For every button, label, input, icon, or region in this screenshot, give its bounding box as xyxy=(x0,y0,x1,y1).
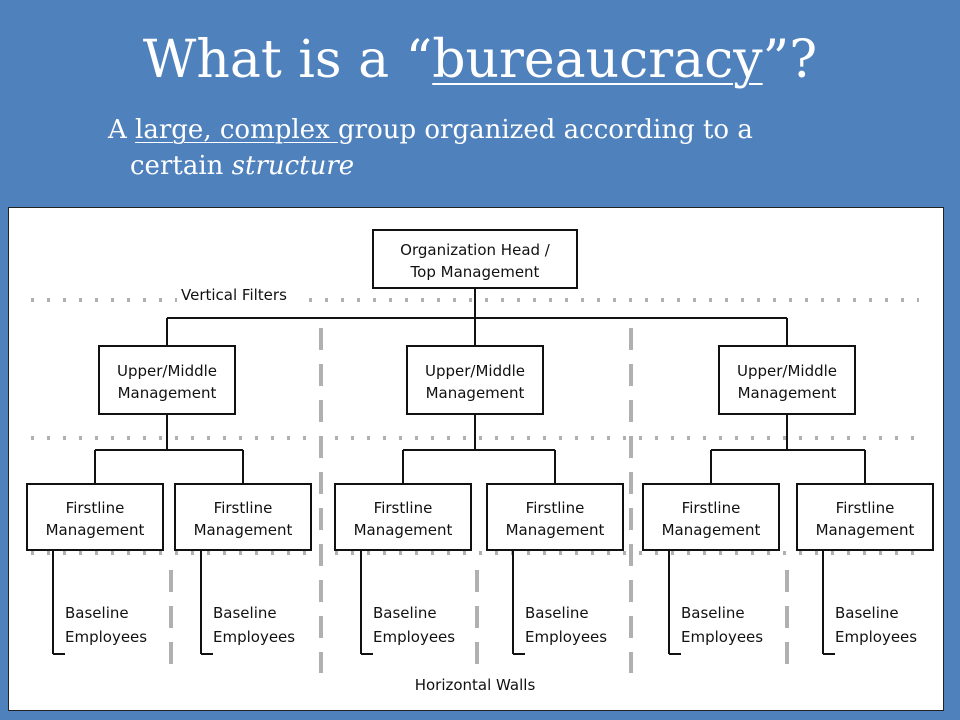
upper-management-3-line1: Upper/Middle xyxy=(737,362,837,380)
subtitle-underlined: large, complex xyxy=(135,115,338,145)
firstline-management-2-line1: Firstline xyxy=(214,499,273,517)
upper-management-2-box xyxy=(406,345,544,415)
firstline-management-6-line1: Firstline xyxy=(836,499,895,517)
firstline-management-1-box xyxy=(26,483,164,551)
firstline-management-4-line2: Management xyxy=(506,521,605,539)
upper-management-1-line2: Management xyxy=(118,384,217,402)
baseline-employees-1-line1: Baseline xyxy=(65,604,129,622)
firstline-management-1-line2: Management xyxy=(46,521,145,539)
firstline-management-4-box xyxy=(486,483,624,551)
baseline-employees-2-line2: Employees xyxy=(213,628,295,646)
baseline-employees-5-line1: Baseline xyxy=(681,604,745,622)
baseline-employees-4-line1: Baseline xyxy=(525,604,589,622)
subtitle-lead: A xyxy=(108,115,136,145)
title-underlined-word: bureaucracy xyxy=(432,30,763,90)
firstline-management-1-line1: Firstline xyxy=(66,499,125,517)
subtitle-rest: group organized according to a xyxy=(338,115,753,145)
firstline-management-5-line1: Firstline xyxy=(682,499,741,517)
firstline-management-4-line1: Firstline xyxy=(526,499,585,517)
top-management-box xyxy=(372,229,578,289)
top-management-line1: Organization Head / xyxy=(400,241,551,259)
upper-management-1-box xyxy=(98,345,236,415)
title-prefix: What is a “ xyxy=(142,30,433,90)
baseline-employees-3-line1: Baseline xyxy=(373,604,437,622)
firstline-management-6-line2: Management xyxy=(816,521,915,539)
firstline-management-3-line1: Firstline xyxy=(374,499,433,517)
upper-management-2-line2: Management xyxy=(426,384,525,402)
baseline-employees-2-line1: Baseline xyxy=(213,604,277,622)
firstline-management-3-line2: Management xyxy=(354,521,453,539)
subtitle-line2-lead: certain xyxy=(130,151,232,181)
vertical-filters-label: Vertical Filters xyxy=(181,286,287,304)
upper-management-3-box xyxy=(718,345,856,415)
title-suffix: ”? xyxy=(762,30,818,90)
baseline-employees-6-line1: Baseline xyxy=(835,604,899,622)
baseline-employees-3-line2: Employees xyxy=(373,628,455,646)
firstline-management-2-line2: Management xyxy=(194,521,293,539)
firstline-management-5-line2: Management xyxy=(662,521,761,539)
slide-title: What is a “bureaucracy”? xyxy=(0,28,960,92)
subtitle-line2-italic: structure xyxy=(231,151,355,181)
upper-management-2-line1: Upper/Middle xyxy=(425,362,525,380)
upper-management-3-line2: Management xyxy=(738,384,837,402)
horizontal-walls-label: Horizontal Walls xyxy=(415,676,536,694)
baseline-employees-5-line2: Employees xyxy=(681,628,763,646)
baseline-employees-4-line2: Employees xyxy=(525,628,607,646)
upper-management-1-line1: Upper/Middle xyxy=(117,362,217,380)
baseline-employees-1-line2: Employees xyxy=(65,628,147,646)
slide-subtitle: A large, complex group organized accordi… xyxy=(108,112,928,184)
subtitle-line2: certain structure xyxy=(108,148,928,184)
firstline-management-2-box xyxy=(174,483,312,551)
top-management-line2: Top Management xyxy=(410,263,540,281)
firstline-management-3-box xyxy=(334,483,472,551)
baseline-employees-6-line2: Employees xyxy=(835,628,917,646)
firstline-management-5-box xyxy=(642,483,780,551)
firstline-management-6-box xyxy=(796,483,934,551)
